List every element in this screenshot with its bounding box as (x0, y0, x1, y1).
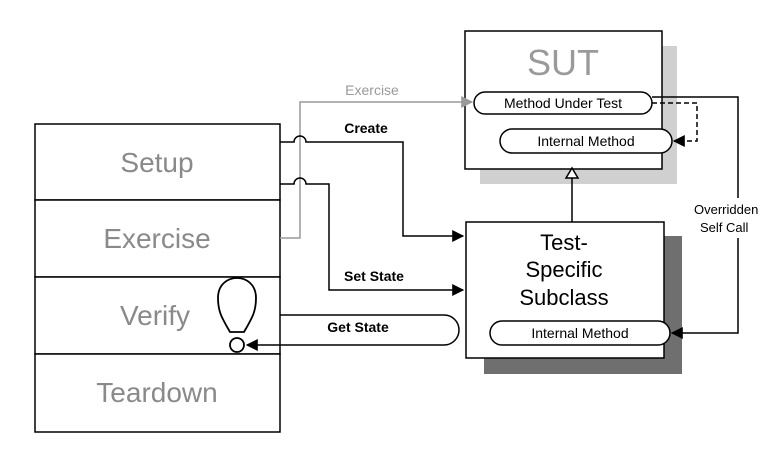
exercise-arrow: Exercise (280, 82, 474, 239)
exercise-label: Exercise (103, 223, 210, 254)
test-phase-stack: Setup Exercise Verify Teardown (34, 123, 281, 433)
sut-component: SUT Method Under Test Internal Method (464, 30, 677, 184)
inheritance-arrow (564, 166, 580, 222)
set-state-arrow: Set State (280, 177, 465, 296)
overridden-label-line1: Overridden (694, 202, 758, 217)
create-arrow: Create (280, 120, 465, 242)
create-arrow-label: Create (344, 120, 388, 136)
subclass-component: Test- Specific Subclass Internal Method (465, 221, 682, 374)
setup-label: Setup (120, 147, 193, 178)
subclass-internal-method-label: Internal Method (531, 325, 628, 341)
verify-label: Verify (120, 300, 190, 331)
overridden-label-line2: Self Call (700, 220, 749, 235)
sut-internal-method-label: Internal Method (537, 133, 634, 149)
sut-internal-method-pill (499, 128, 673, 154)
exercise-arrow-label: Exercise (345, 82, 399, 98)
teardown-phase-box (34, 353, 281, 433)
self-call-dashed-arrow (652, 102, 698, 147)
exercise-phase-box (34, 199, 281, 278)
subclass-title-line3: Subclass (519, 285, 608, 310)
subclass-title-line1: Test- (540, 230, 588, 255)
setup-phase-box (34, 123, 281, 201)
verify-circle-icon (229, 337, 245, 353)
teardown-label: Teardown (96, 377, 217, 408)
method-under-test-label: Method Under Test (504, 95, 622, 111)
lightbulb-icon (217, 277, 257, 333)
subclass-title-line2: Specific (525, 257, 602, 282)
overridden-label-bg (690, 198, 764, 238)
set-state-arrow-label: Set State (344, 268, 404, 284)
sut-title: SUT (527, 42, 599, 83)
get-state-arrow-label: Get State (327, 319, 389, 335)
subclass-internal-method-pill (489, 320, 671, 346)
get-state-arrow: Get State (245, 314, 460, 351)
